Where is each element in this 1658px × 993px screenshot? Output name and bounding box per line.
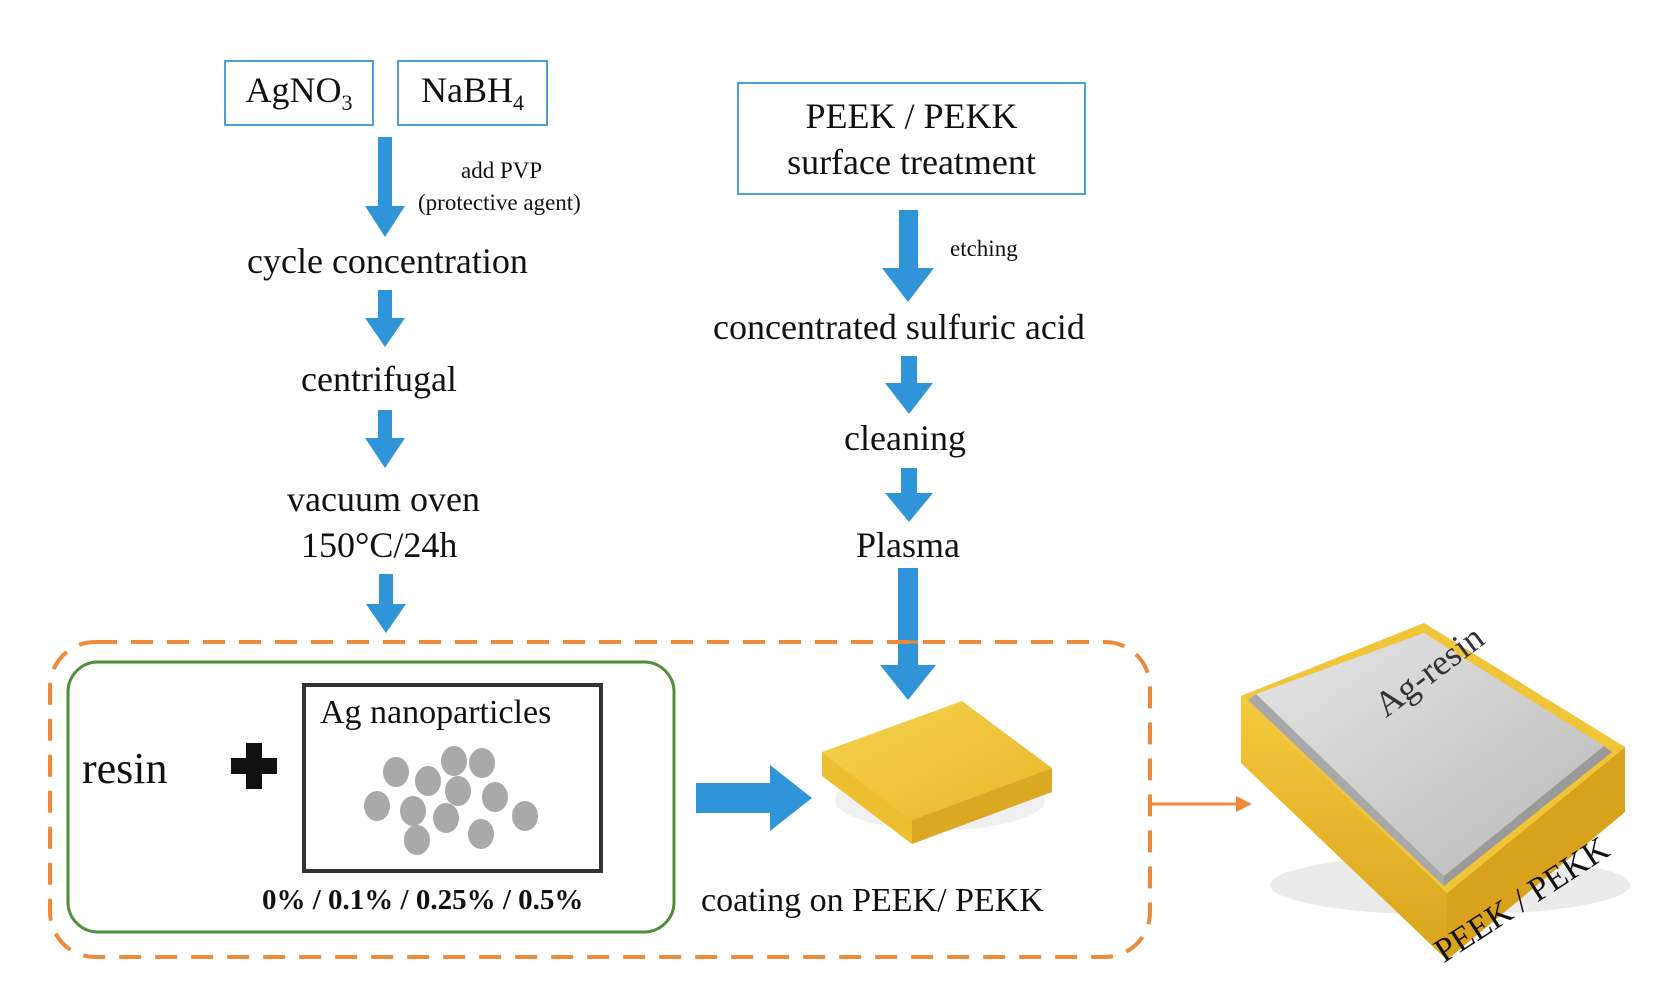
mix-to-coating-arrow: [696, 765, 812, 831]
nabh4-box: NaBH4: [397, 60, 548, 126]
step-vacuum-oven: vacuum oven: [287, 479, 480, 519]
process-dashed-frame: [48, 640, 1152, 959]
peek-pekk-slab: [822, 701, 1052, 844]
resin-label: resin: [82, 744, 168, 793]
nanoparticle-frame: [302, 683, 603, 873]
plus-icon: [231, 743, 277, 789]
agno3-label: AgNO3: [245, 70, 353, 116]
left-arrow-3: [365, 410, 405, 468]
ag-nanoparticles-label: Ag nanoparticles: [320, 694, 552, 731]
step-plasma: Plasma: [856, 525, 960, 565]
left-arrow-4: [366, 574, 406, 633]
result-arrow: [1152, 796, 1252, 812]
step-vacuum-oven-conditions: 150°C/24h: [301, 525, 458, 565]
protective-agent-note: (protective agent): [418, 190, 581, 215]
surface-treatment-title: PEEK / PEKK: [805, 95, 1018, 136]
right-arrow-2: [885, 356, 933, 414]
nabh4-label: NaBH4: [421, 70, 524, 116]
agno3-box: AgNO3: [224, 60, 374, 126]
surface-treatment-subtitle: surface treatment: [787, 141, 1036, 182]
ag-resin-coated-block: [1241, 623, 1630, 960]
left-arrow-2: [365, 290, 405, 347]
coating-label: coating on PEEK/ PEKK: [701, 882, 1044, 919]
add-pvp-note: add PVP: [461, 158, 543, 183]
right-arrow-3: [885, 468, 933, 522]
step-cleaning: cleaning: [844, 418, 966, 458]
etching-note: etching: [950, 236, 1018, 261]
right-arrow-4: [880, 568, 936, 700]
step-sulfuric-acid: concentrated sulfuric acid: [713, 307, 1085, 347]
step-cycle-concentration: cycle concentration: [247, 241, 528, 281]
mixture-frame: [66, 660, 676, 934]
right-arrow-1: [882, 210, 934, 302]
surface-treatment-box: PEEK / PEKK surface treatment: [737, 82, 1086, 195]
nanoparticles-cluster: [364, 746, 538, 855]
left-arrow-1: [365, 137, 405, 237]
concentration-options: 0% / 0.1% / 0.25% / 0.5%: [262, 884, 584, 916]
step-centrifugal: centrifugal: [301, 359, 457, 399]
